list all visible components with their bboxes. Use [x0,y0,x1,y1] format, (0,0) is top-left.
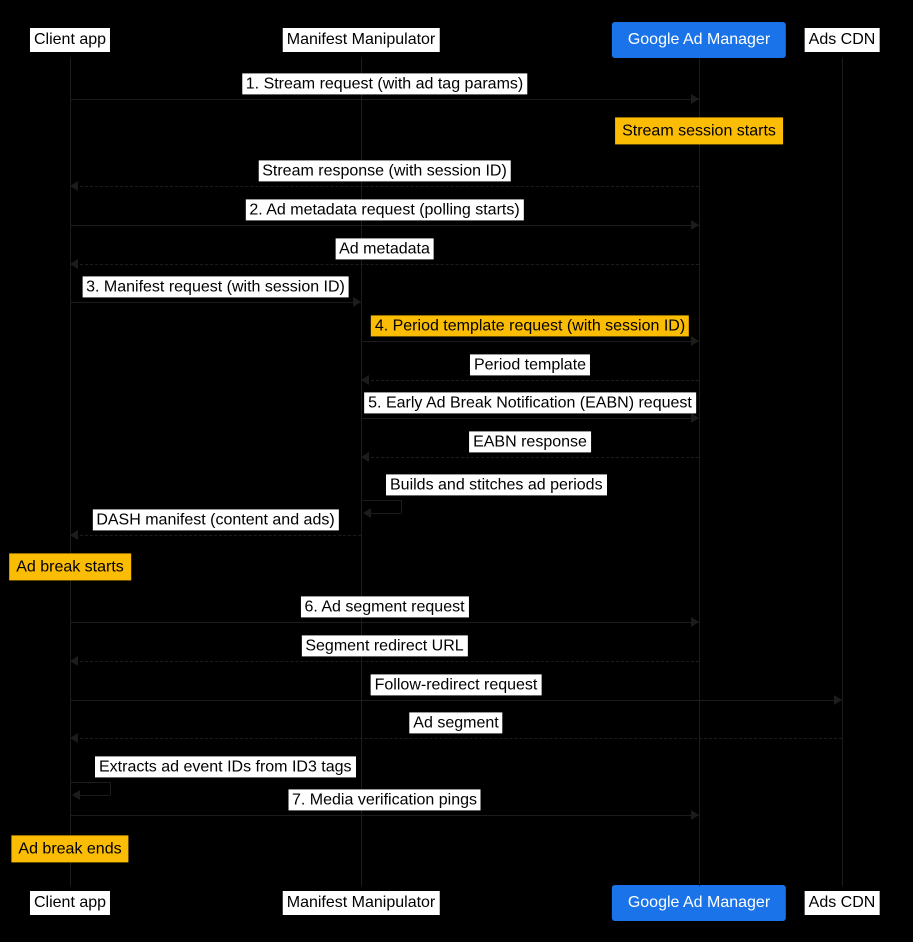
message-arrowhead [691,336,699,346]
message-line [361,418,699,419]
message-label: 7. Media verification pings [288,789,481,811]
actor-manifest-manipulator-top: Manifest Manipulator [282,28,440,52]
message-arrowhead [70,656,78,666]
message-label: EABN response [469,431,591,453]
self-message-label: Builds and stitches ad periods [386,474,607,496]
message-label: Follow-redirect request [370,674,542,696]
message-line [70,661,699,662]
self-loop-side [401,500,402,513]
message-label: Ad metadata [335,238,434,260]
self-loop-top [361,500,401,501]
message-line [70,815,699,816]
message-arrowhead [70,530,78,540]
self-loop-arrowhead [363,508,371,518]
self-loop-arrowhead [72,790,80,800]
lifeline-ads-cdn [842,58,843,886]
message-label: 6. Ad segment request [300,596,469,618]
self-loop-side [110,782,111,795]
message-line [361,457,699,458]
actor-manifest-manipulator-bottom: Manifest Manipulator [282,891,440,915]
note-label: Ad break ends [11,835,129,863]
message-label: 2. Ad metadata request (polling starts) [245,199,524,221]
message-label: 4. Period template request (with session… [370,315,690,337]
lifeline-google-ad-manager [699,58,700,886]
message-line [70,99,699,100]
message-line [70,302,361,303]
actor-client-app-bottom: Client app [29,891,111,915]
actor-ads-cdn-top: Ads CDN [804,28,880,52]
message-line [70,738,842,739]
actor-google-ad-manager-top: Google Ad Manager [611,22,787,58]
message-label: Ad segment [409,712,503,734]
message-line [70,186,699,187]
message-arrowhead [361,452,369,462]
message-arrowhead [70,733,78,743]
self-loop-top [70,782,110,783]
actor-client-app-top: Client app [29,28,111,52]
lifeline-client-app [70,58,71,886]
self-loop-bottom [367,513,401,514]
note-label: Stream session starts [615,117,783,145]
message-line [70,622,699,623]
message-arrowhead [691,94,699,104]
self-message-label: Extracts ad event IDs from ID3 tags [95,756,356,778]
message-line [70,225,699,226]
message-arrowhead [691,617,699,627]
actor-ads-cdn-bottom: Ads CDN [804,891,880,915]
message-label: 5. Early Ad Break Notification (EABN) re… [364,392,696,414]
message-arrowhead [691,810,699,820]
message-arrowhead [70,259,78,269]
message-line [70,535,361,536]
note-label: Ad break starts [9,553,131,581]
message-arrowhead [70,181,78,191]
message-arrowhead [834,695,842,705]
message-line [361,341,699,342]
message-arrowhead [691,413,699,423]
message-line [361,380,699,381]
message-label: 1. Stream request (with ad tag params) [241,73,528,95]
message-label: Segment redirect URL [301,635,468,657]
lifeline-manifest-manipulator [361,58,362,886]
self-loop-bottom [76,795,110,796]
message-label: Period template [469,354,591,376]
message-line [70,264,699,265]
message-label: Stream response (with session ID) [258,160,511,182]
actor-google-ad-manager-bottom: Google Ad Manager [611,885,787,921]
message-arrowhead [353,297,361,307]
message-label: DASH manifest (content and ads) [92,509,339,531]
message-label: 3. Manifest request (with session ID) [82,276,349,298]
message-arrowhead [691,220,699,230]
message-arrowhead [361,375,369,385]
message-line [70,700,842,701]
